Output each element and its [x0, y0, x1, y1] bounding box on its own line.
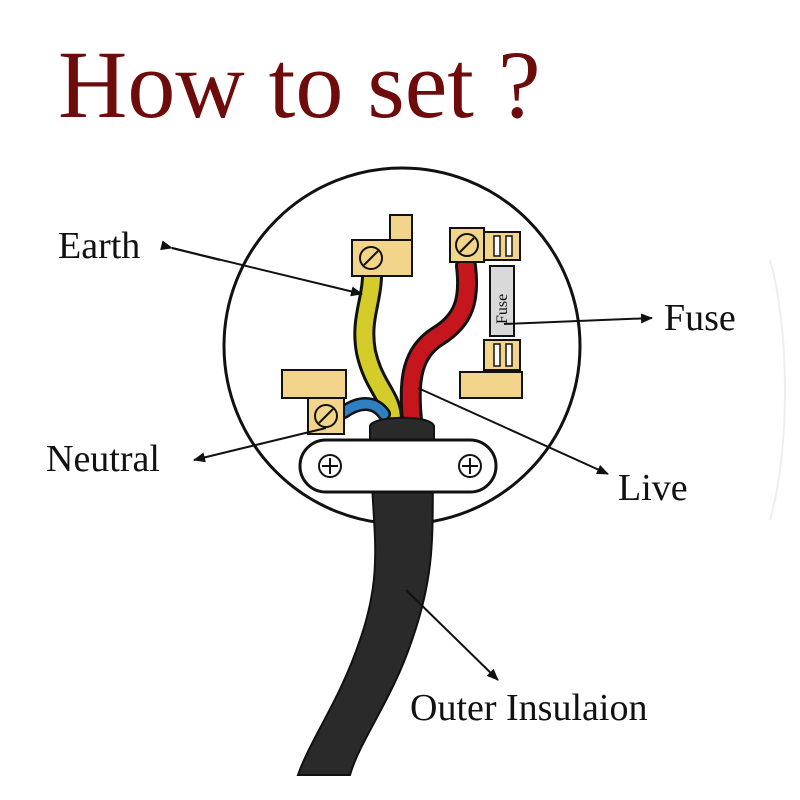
background-edge [769, 259, 786, 521]
outer-insulation-label: Outer Insulaion [410, 687, 648, 729]
page-title: How to set ? [58, 31, 541, 138]
fuse-clip-lower [459, 339, 523, 399]
fuse: Fuse [489, 265, 515, 337]
live-terminal [449, 227, 521, 263]
cable-clamp [298, 438, 498, 494]
neutral-label: Neutral [46, 438, 160, 480]
live-wire [402, 258, 476, 428]
neutral-wire [339, 399, 389, 419]
outer-cable [296, 431, 436, 776]
cable-end [369, 416, 435, 441]
live-arrow [417, 387, 609, 475]
earth-wire [356, 268, 400, 428]
earth-terminal [351, 214, 413, 277]
fuse-label: Fuse [664, 297, 736, 339]
fuse-body-label: Fuse [494, 294, 511, 324]
neutral-arrow [193, 427, 327, 463]
earth-label: Earth [58, 225, 141, 267]
fuse-arrow [503, 313, 653, 325]
outer-insulation-arrow [405, 589, 499, 681]
earth-arrow-tail [160, 240, 221, 261]
live-label: Live [618, 467, 688, 509]
